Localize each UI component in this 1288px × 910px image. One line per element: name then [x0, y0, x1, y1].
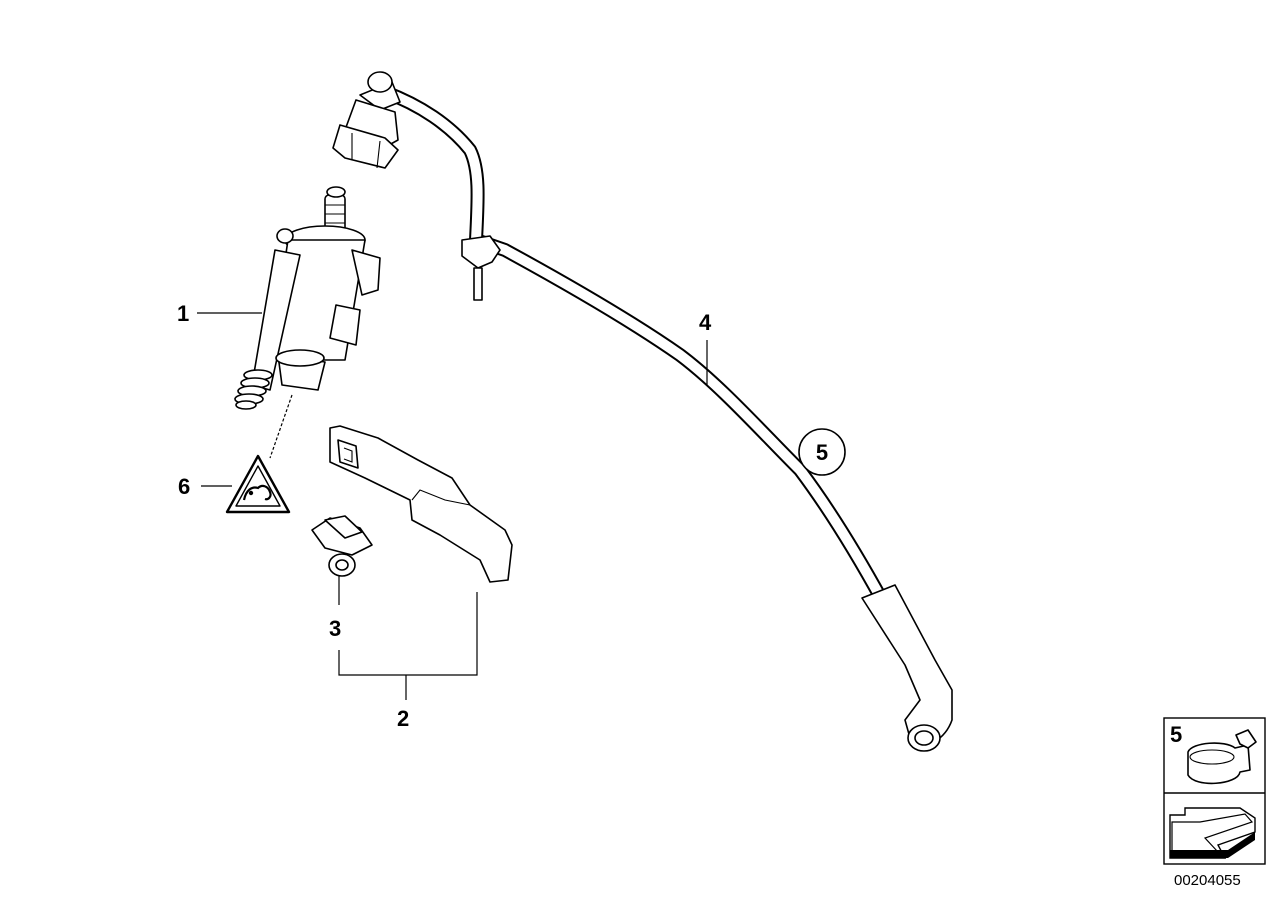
hose-clamp-icon: [1187, 729, 1257, 785]
callout-part-5: 5: [798, 428, 846, 476]
clip-part-3: [311, 515, 373, 577]
direction-arrow-icon: [1169, 807, 1256, 859]
leader-lines: [197, 312, 708, 700]
inset-panel: 5: [1163, 717, 1266, 865]
label-part-5: 5: [816, 440, 828, 465]
warning-label-part-6: [225, 454, 291, 514]
label-part-6: 6: [178, 474, 190, 499]
slave-cylinder-part-1: [234, 186, 381, 410]
bracket-part-2: [329, 425, 513, 583]
diagram-code: 00204055: [1174, 872, 1241, 889]
label-part-1: 1: [177, 301, 189, 326]
hose-line-part-4: [332, 71, 953, 752]
label-part-2: 2: [397, 706, 409, 731]
label-part-4: 4: [699, 310, 712, 335]
label-part-3: 3: [329, 616, 341, 641]
inset-label-5: 5: [1170, 722, 1182, 747]
